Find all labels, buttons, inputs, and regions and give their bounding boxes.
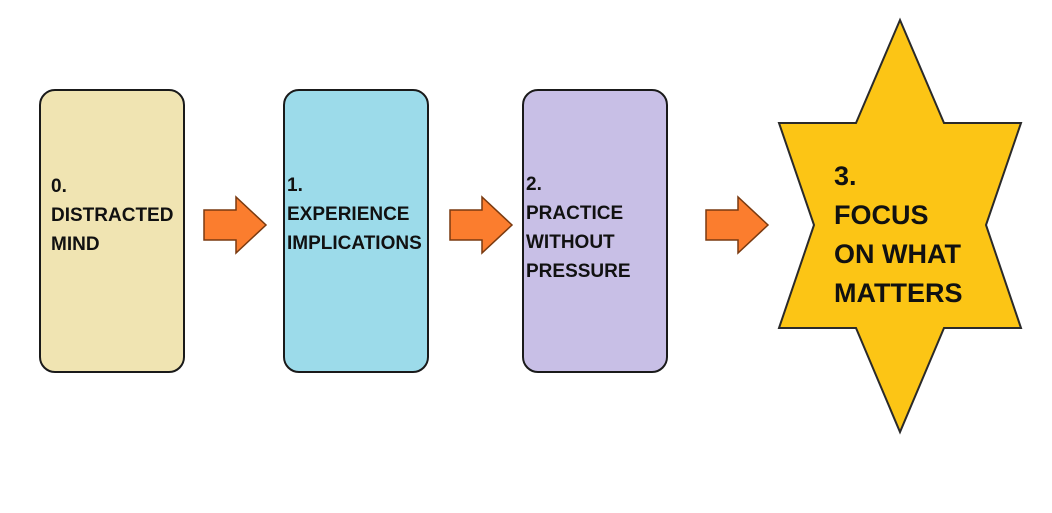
step-text: 2. PRACTICE WITHOUT PRESSURE	[526, 170, 631, 286]
goal-label-line: MATTERS	[834, 278, 963, 308]
step-box-practice-without-pressure: 2. PRACTICE WITHOUT PRESSURE	[522, 89, 668, 373]
step-label-line: PRESSURE	[526, 261, 631, 282]
step-label-line: EXPERIENCE	[287, 204, 410, 225]
goal-label-line: FOCUS	[834, 200, 929, 230]
right-arrow-icon	[449, 195, 514, 255]
step-label-line: IMPLICATIONS	[287, 233, 422, 254]
step-label-line: MIND	[51, 234, 100, 255]
goal-number: 3.	[834, 161, 857, 191]
step-label-line: PRACTICE	[526, 203, 624, 224]
step-number: 1.	[287, 175, 303, 196]
step-number: 2.	[526, 174, 542, 195]
step-box-experience-implications: 1. EXPERIENCE IMPLICATIONS	[283, 89, 429, 373]
step-label-line: DISTRACTED	[51, 205, 174, 226]
goal-label-line: ON WHAT	[834, 239, 961, 269]
right-arrow-icon	[705, 195, 770, 255]
step-number: 0.	[51, 176, 67, 197]
step-text: 0. DISTRACTED MIND	[51, 172, 173, 259]
goal-text: 3. FOCUS ON WHAT MATTERS	[834, 157, 963, 313]
step-text: 1. EXPERIENCE IMPLICATIONS	[287, 171, 422, 258]
step-box-distracted-mind: 0. DISTRACTED MIND	[39, 89, 185, 373]
right-arrow-icon	[203, 195, 268, 255]
step-label-line: WITHOUT	[526, 232, 615, 253]
